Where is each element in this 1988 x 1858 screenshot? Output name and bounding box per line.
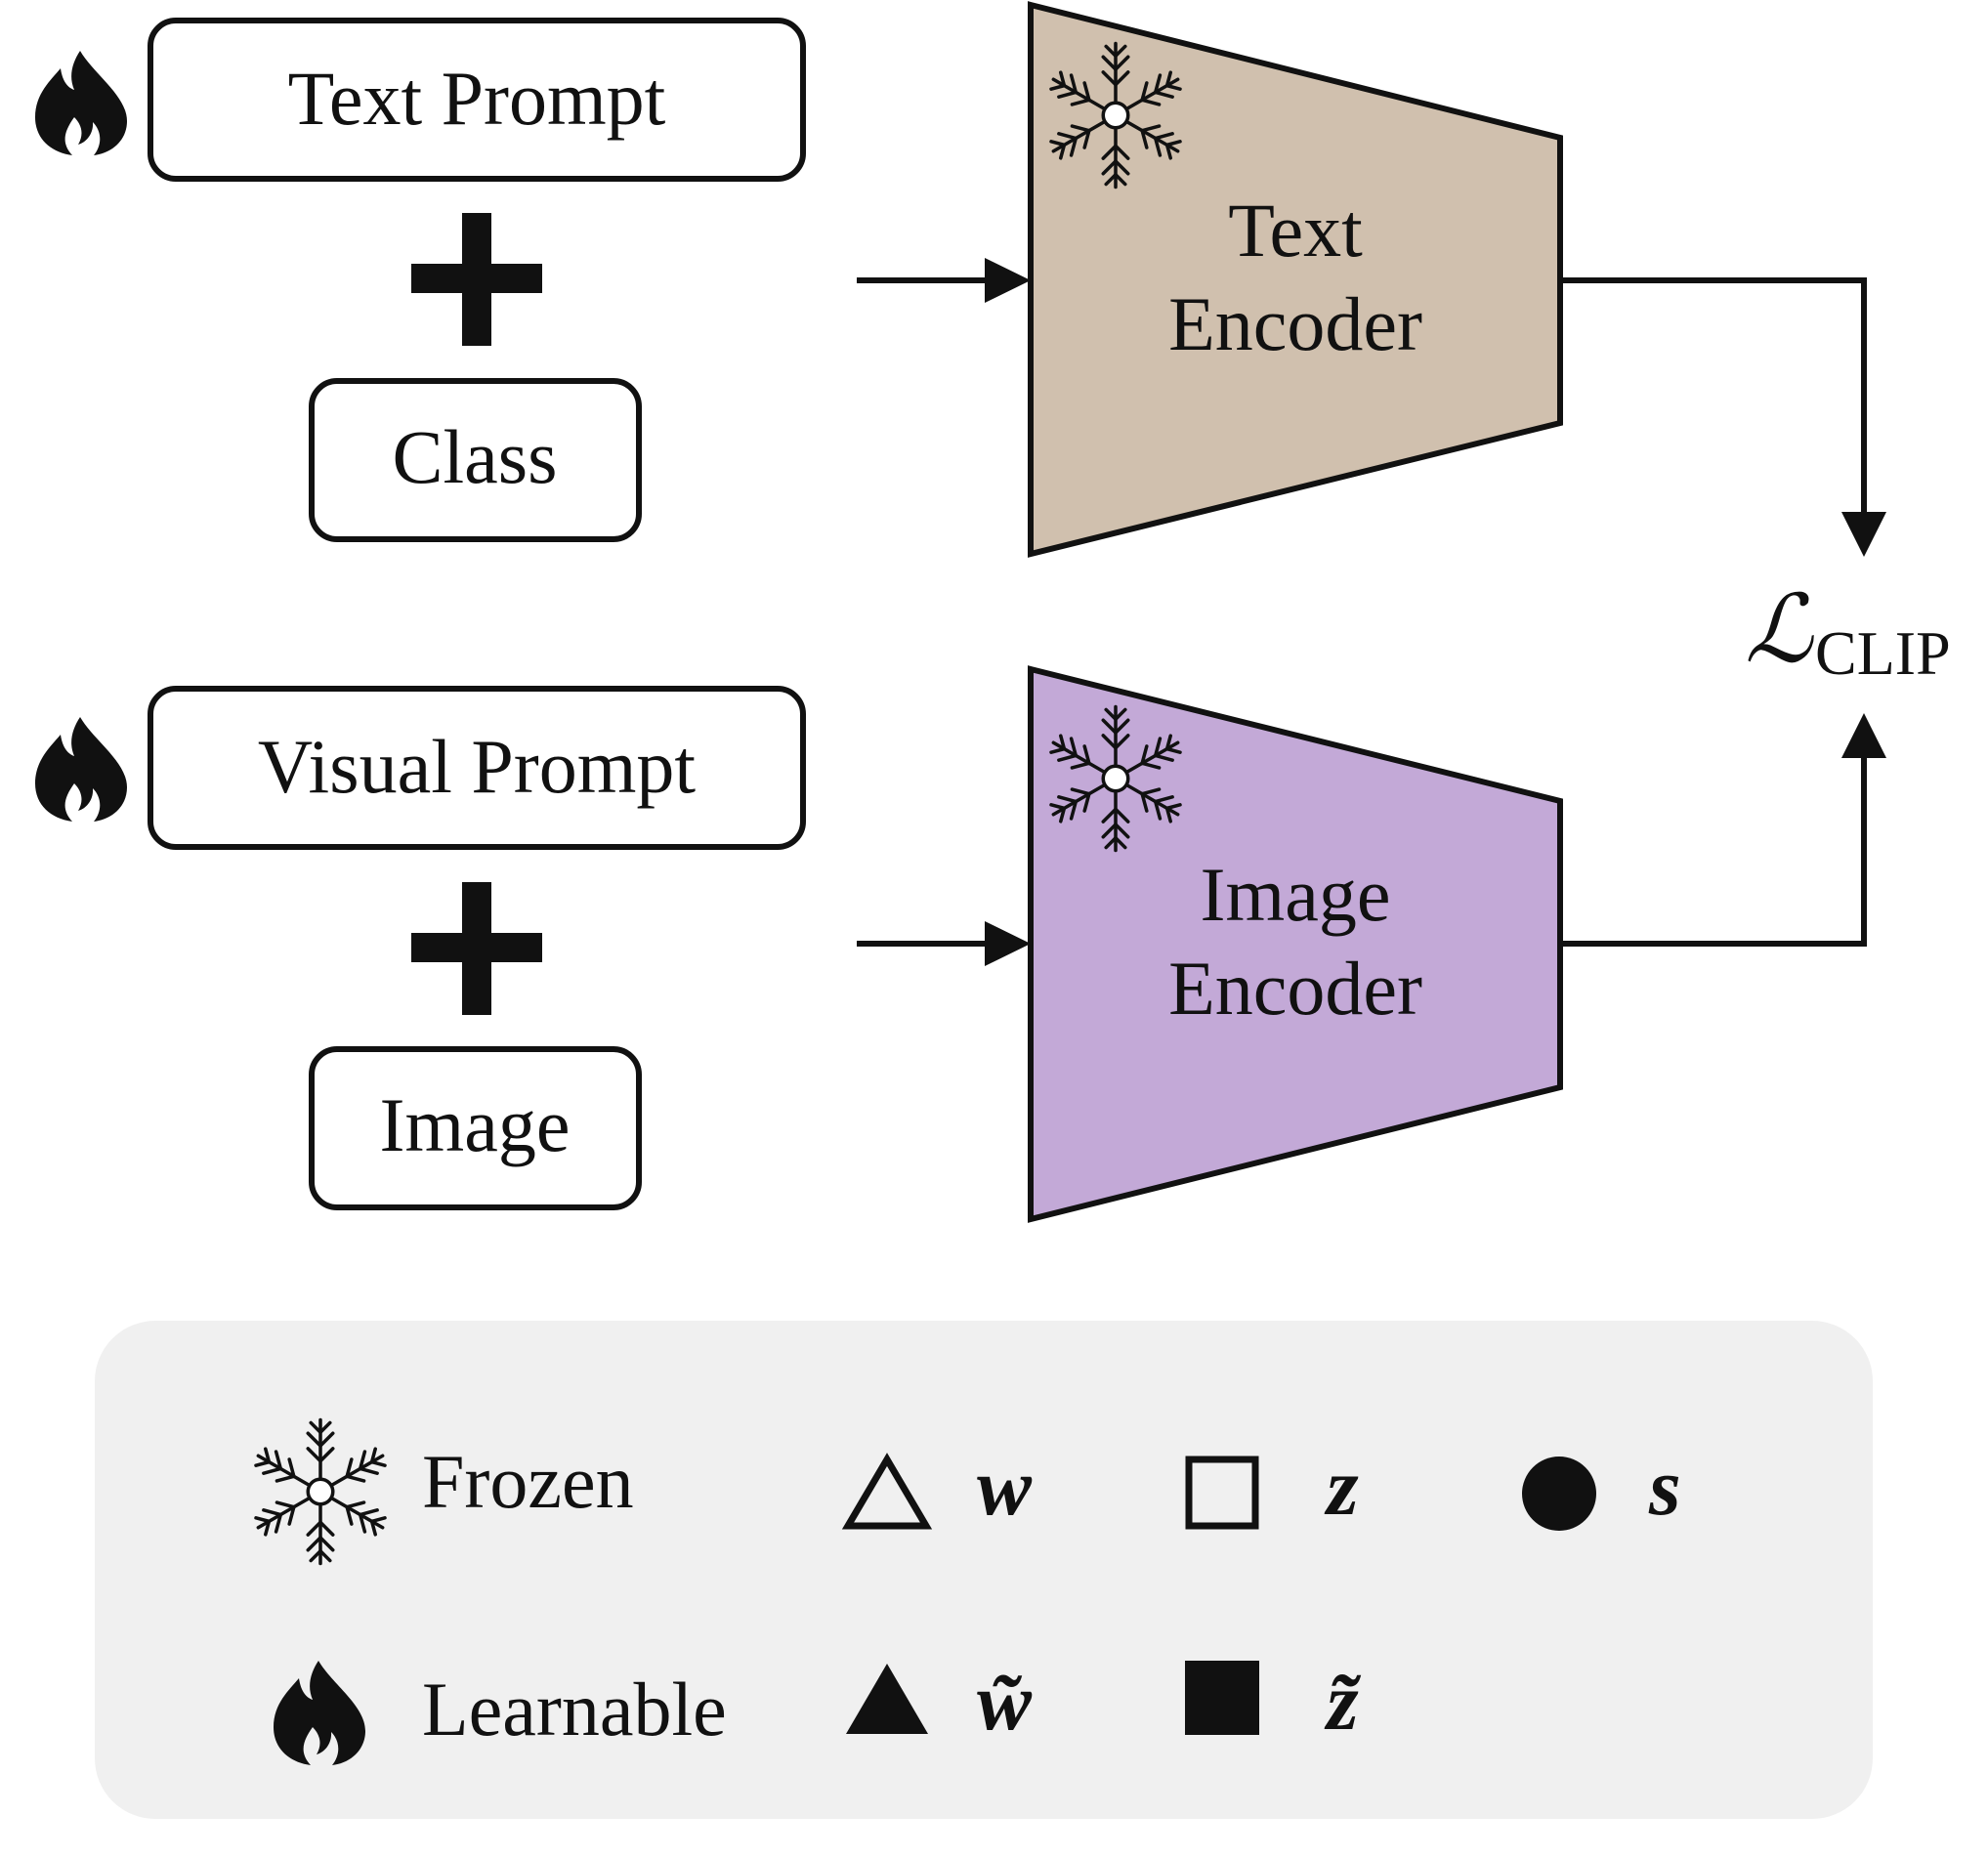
legend: Frozen w z s Learnable w̃ z̃ <box>95 1321 1873 1819</box>
visual-prompt-box: Visual Prompt <box>148 686 806 850</box>
arrow-to-text-encoder <box>857 258 1031 303</box>
flame-icon <box>35 717 127 822</box>
loss-subscript: CLIP <box>1815 618 1951 688</box>
clip-loss: ℒ CLIP <box>1745 577 1951 688</box>
text-encoder-label-line1: Text <box>1228 188 1363 273</box>
plus-icon <box>411 882 542 1015</box>
filled-square-icon <box>1185 1661 1259 1735</box>
hollow-square-icon <box>1185 1456 1259 1530</box>
loss-symbol: ℒ <box>1745 577 1814 682</box>
text-encoder: Text Encoder <box>1028 1 1563 558</box>
filled-triangle-icon <box>846 1664 928 1734</box>
text-encoder-label-line2: Encoder <box>1168 281 1422 366</box>
legend-s: s <box>1648 1442 1681 1533</box>
image-encoder: Image Encoder <box>1028 665 1563 1223</box>
plus-icon <box>411 213 542 346</box>
legend-w: w <box>977 1442 1033 1533</box>
image-encoder-label-line1: Image <box>1201 852 1391 937</box>
legend-w-tilde: w̃ <box>977 1657 1033 1748</box>
arrow-image-to-loss <box>1560 713 1886 947</box>
image-encoder-label-line2: Encoder <box>1168 946 1422 1031</box>
image-box: Image <box>309 1046 642 1210</box>
image-encoder-shape <box>1028 665 1563 1223</box>
legend-z-tilde: z̃ <box>1324 1657 1361 1748</box>
arrow-text-to-loss <box>1560 277 1886 557</box>
legend-frozen-label: Frozen <box>422 1439 634 1524</box>
visual-prompt-label: Visual Prompt <box>258 724 696 809</box>
text-prompt-label: Text Prompt <box>288 56 666 141</box>
filled-circle-icon <box>1522 1457 1596 1531</box>
class-label: Class <box>392 414 557 499</box>
legend-background <box>95 1321 1873 1819</box>
text-encoder-shape <box>1028 1 1563 558</box>
class-box: Class <box>309 378 642 542</box>
legend-learnable-label: Learnable <box>422 1667 727 1752</box>
hollow-triangle-icon <box>841 1453 933 1530</box>
flame-icon <box>35 51 127 155</box>
text-prompt-box: Text Prompt <box>148 18 806 182</box>
legend-z: z <box>1324 1442 1359 1533</box>
arrow-to-image-encoder <box>857 921 1031 966</box>
image-label: Image <box>380 1082 571 1167</box>
